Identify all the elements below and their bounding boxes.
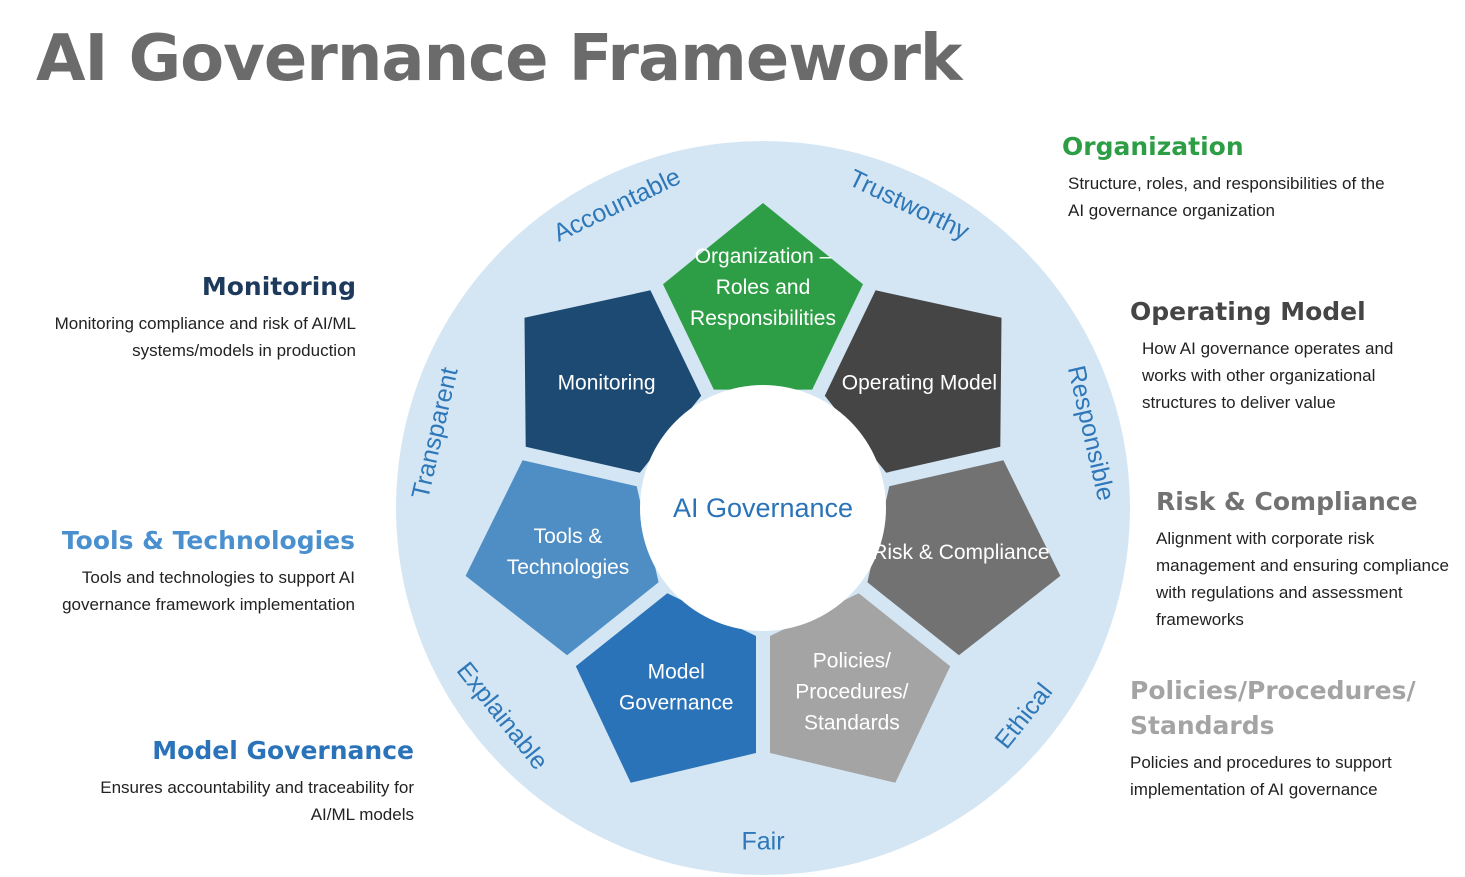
segment-monitoring xyxy=(524,290,702,473)
desc-organization-text: Structure, roles, and responsibilities o… xyxy=(1068,174,1385,220)
desc-risk: Risk & Compliance Alignment with corpora… xyxy=(1156,485,1451,633)
desc-operating-model: Operating Model How AI governance operat… xyxy=(1130,295,1440,416)
desc-tools: Tools & Technologies Tools and technolog… xyxy=(40,524,355,618)
desc-organization-heading: Organization xyxy=(1062,132,1244,161)
desc-operating-model-heading: Operating Model xyxy=(1130,297,1366,326)
desc-model-governance-text: Ensures accountability and traceability … xyxy=(100,778,414,824)
desc-risk-heading: Risk & Compliance xyxy=(1156,487,1418,516)
desc-policies-heading: Policies/Procedures/ Standards xyxy=(1130,676,1416,740)
segment-monitoring-label: Monitoring xyxy=(558,371,656,394)
segment-operating-model-label: Operating Model xyxy=(842,371,997,394)
segment-policies xyxy=(770,593,951,783)
desc-operating-model-text: How AI governance operates and works wit… xyxy=(1142,339,1394,412)
desc-monitoring-text: Monitoring compliance and risk of AI/ML … xyxy=(54,314,356,360)
center-circle xyxy=(640,385,886,631)
desc-tools-heading: Tools & Technologies xyxy=(61,526,355,555)
segment-model-governance xyxy=(575,593,756,783)
desc-policies: Policies/Procedures/ Standards Policies … xyxy=(1130,673,1430,803)
desc-tools-text: Tools and technologies to support AI gov… xyxy=(62,568,355,614)
desc-monitoring: Monitoring Monitoring compliance and ris… xyxy=(46,270,356,364)
segment-policies-label: Policies/Procedures/Standards xyxy=(795,649,908,734)
desc-risk-text: Alignment with corporate risk management… xyxy=(1156,529,1449,629)
segment-risk-compliance xyxy=(867,460,1061,656)
segment-risk-compliance-label: Risk & Compliance xyxy=(872,541,1049,564)
page-title: AI Governance Framework xyxy=(36,22,962,96)
desc-organization: Organization Structure, roles, and respo… xyxy=(1062,130,1402,224)
desc-model-governance: Model Governance Ensures accountability … xyxy=(100,734,414,828)
segment-tools-technologies-label: Tools &Technologies xyxy=(507,525,630,579)
principle-fair: Fair xyxy=(741,828,784,856)
segment-tools-technologies xyxy=(465,460,659,656)
desc-model-governance-heading: Model Governance xyxy=(152,736,414,765)
center-label: AI Governance xyxy=(673,493,853,523)
segment-operating-model xyxy=(824,290,1002,473)
desc-policies-text: Policies and procedures to support imple… xyxy=(1130,753,1392,799)
desc-monitoring-heading: Monitoring xyxy=(201,272,356,301)
segment-organization xyxy=(663,203,863,390)
